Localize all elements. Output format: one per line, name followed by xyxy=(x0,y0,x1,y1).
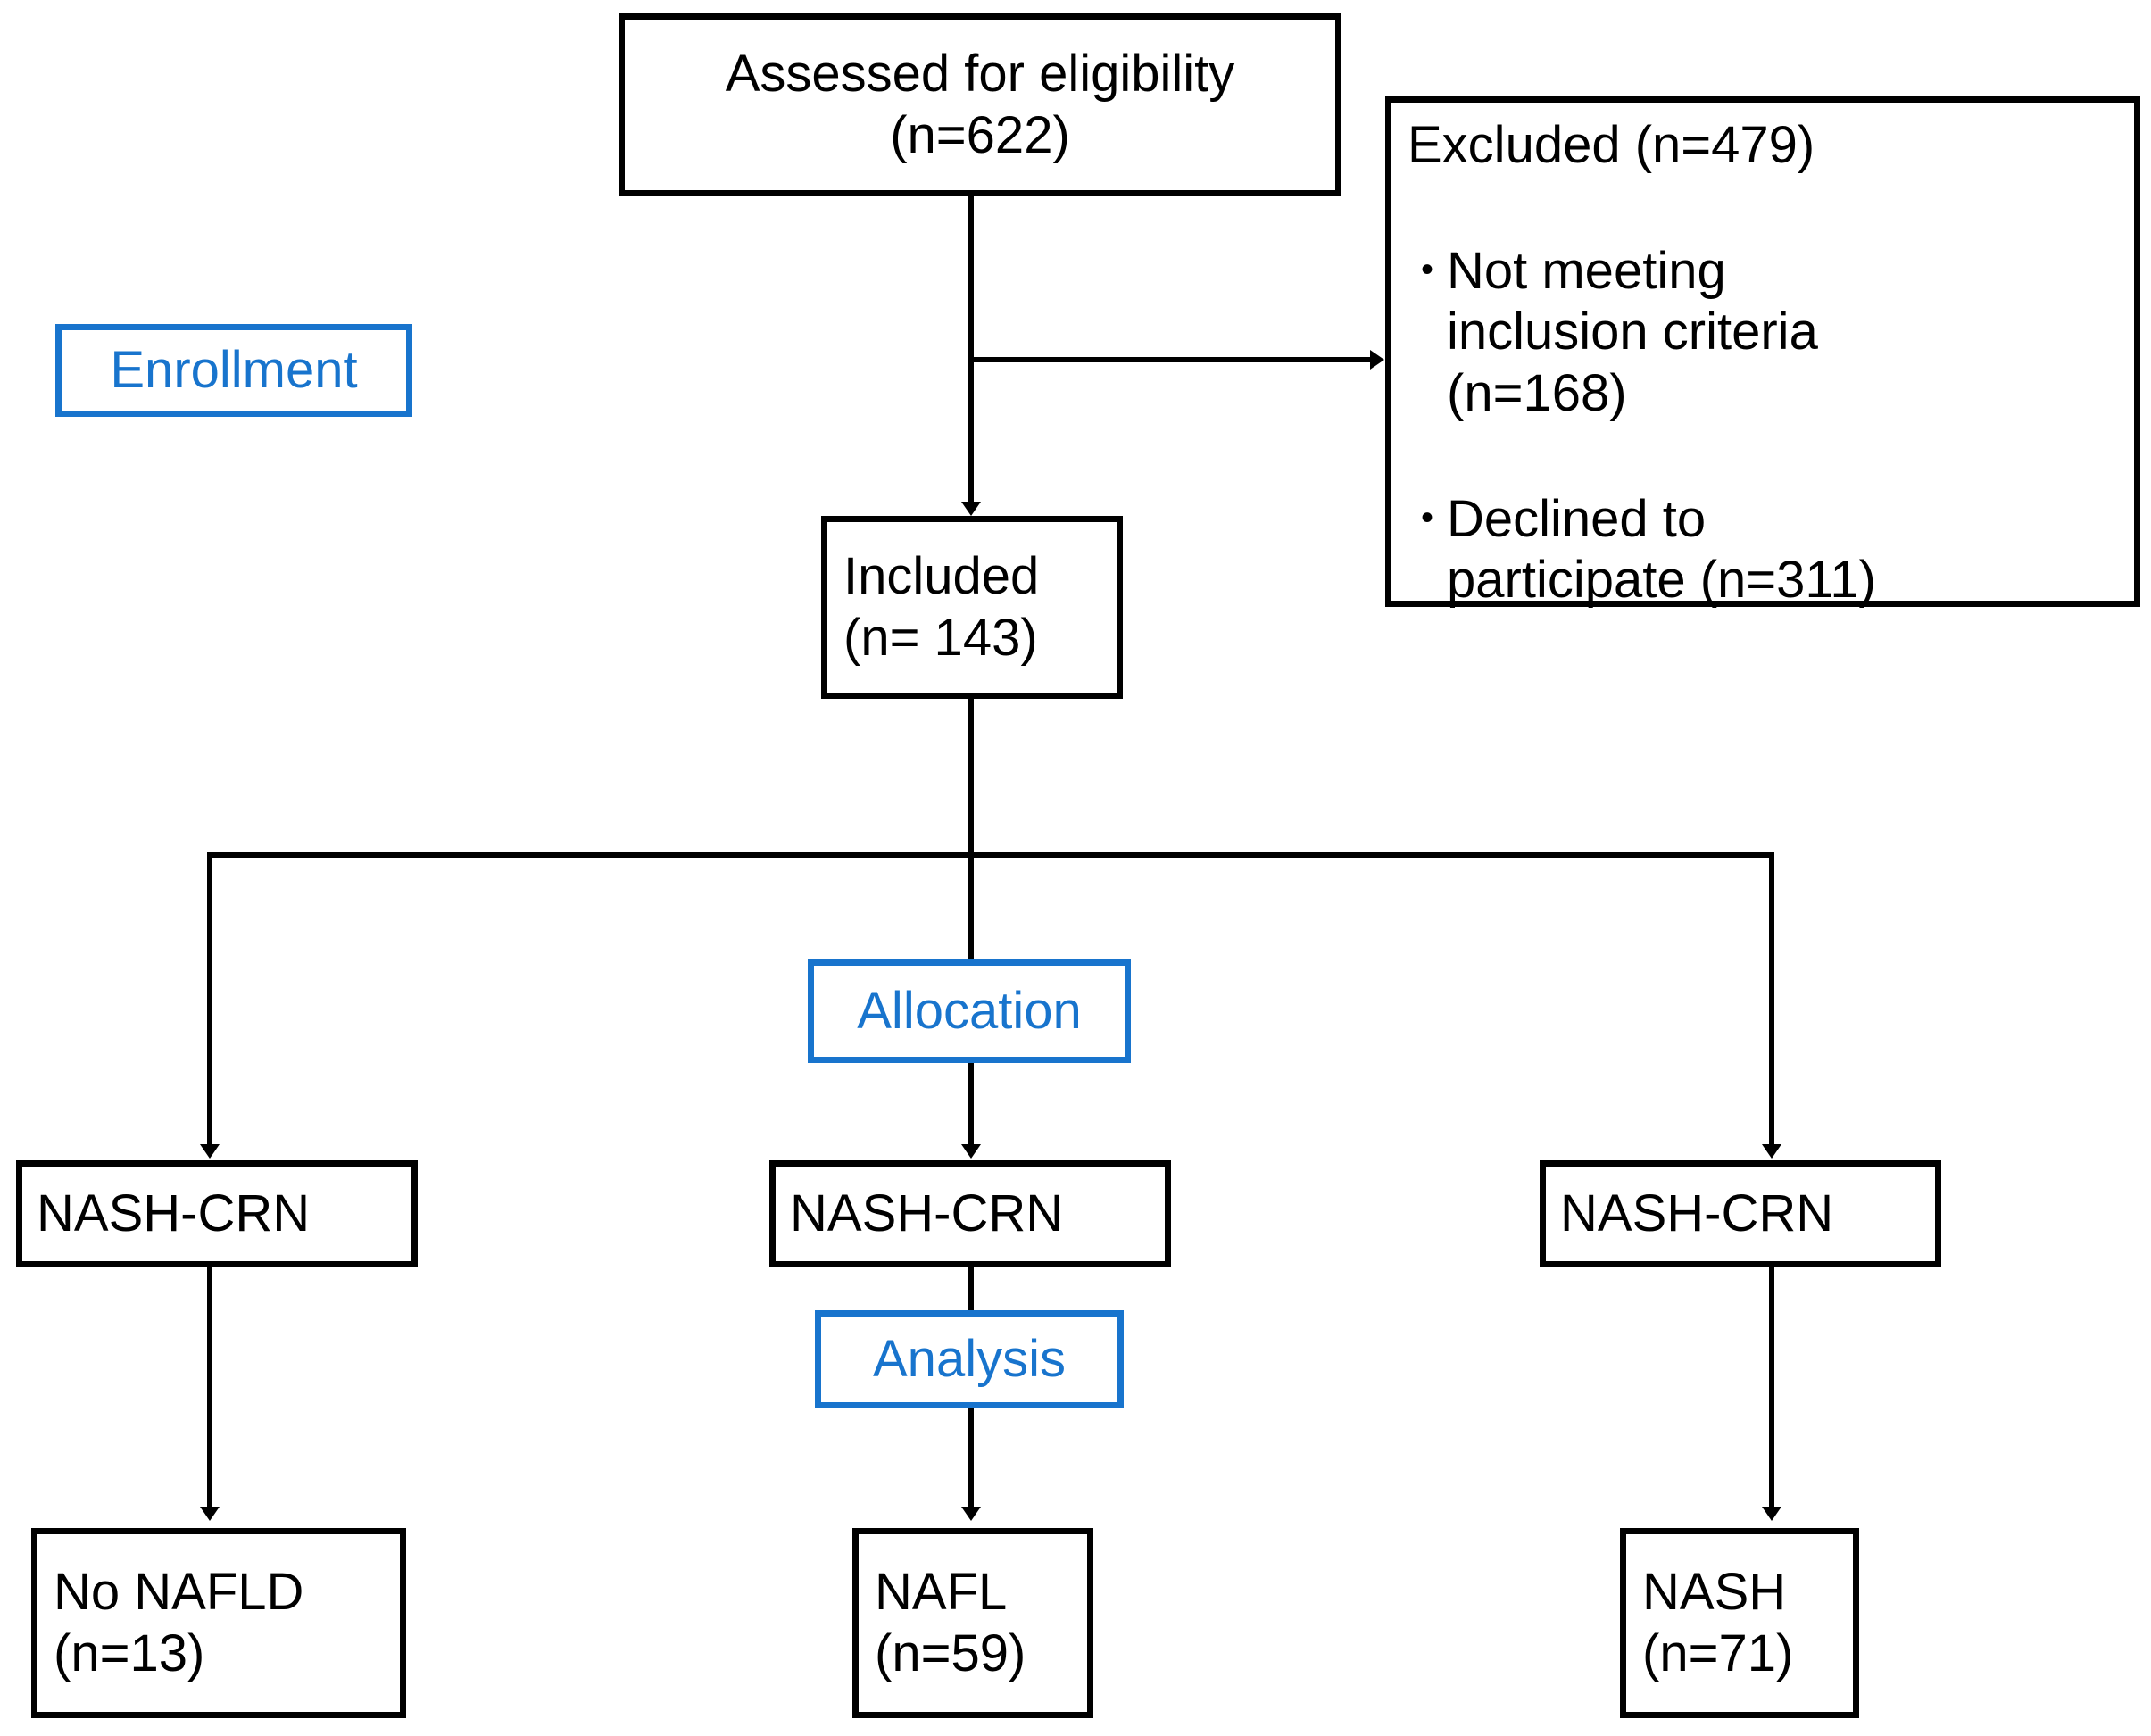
node-assessed-for-eligibility: Assessed for eligibility (n=622) xyxy=(619,13,1341,196)
node-included: Included (n= 143) xyxy=(821,516,1123,699)
excluded-reason-text: Declined to participate (n=311) xyxy=(1447,489,1876,610)
connector-split-to-arm-right xyxy=(1769,852,1774,1149)
excluded-reason-text: Not meeting inclusion criteria (n=168) xyxy=(1447,241,1818,422)
node-outcome-no-nafld: No NAFLD (n=13) xyxy=(31,1528,406,1718)
outcome-right-line-2: (n=71) xyxy=(1642,1624,1794,1682)
node-arm-middle-nash-crn: NASH-CRN xyxy=(769,1160,1171,1267)
outcome-left-line-2: (n=13) xyxy=(54,1624,205,1682)
arrowhead-into-outcome-right xyxy=(1762,1507,1781,1521)
connector-split-to-arm-left xyxy=(207,852,212,1149)
list-item: • Not meeting inclusion criteria (n=168) xyxy=(1408,241,1876,424)
included-line-2: (n= 143) xyxy=(843,608,1038,667)
stage-label-enrollment-text: Enrollment xyxy=(110,341,358,400)
node-outcome-nafl: NAFL (n=59) xyxy=(852,1528,1093,1718)
outcome-left-line-1: No NAFLD xyxy=(54,1563,304,1622)
connector-included-to-split xyxy=(968,699,974,858)
outcome-middle-line-1: NAFL xyxy=(875,1563,1008,1622)
arrowhead-into-excluded xyxy=(1370,350,1384,370)
node-arm-right-nash-crn: NASH-CRN xyxy=(1540,1160,1941,1267)
node-excluded: Excluded (n=479) • Not meeting inclusion… xyxy=(1385,96,2140,609)
connector-assessed-to-included xyxy=(968,196,974,507)
included-line-1: Included xyxy=(843,547,1040,606)
bullet-icon: • xyxy=(1420,249,1433,289)
outcome-middle-line-2: (n=59) xyxy=(875,1624,1026,1682)
assessed-line-1: Assessed for eligibility xyxy=(725,45,1235,104)
arm-right-label: NASH-CRN xyxy=(1560,1184,1834,1242)
node-outcome-nash: NASH (n=71) xyxy=(1620,1528,1859,1718)
arrowhead-into-outcome-left xyxy=(200,1507,220,1521)
arm-left-label: NASH-CRN xyxy=(37,1184,311,1242)
assessed-line-2: (n=622) xyxy=(890,105,1070,164)
split-bar-allocation xyxy=(207,852,1774,858)
arrowhead-into-outcome-middle xyxy=(961,1507,981,1521)
connector-to-excluded xyxy=(968,357,1372,362)
stage-label-analysis: Analysis xyxy=(815,1310,1124,1408)
connector-arm-left-to-outcome xyxy=(207,1267,212,1510)
stage-label-allocation: Allocation xyxy=(808,959,1131,1063)
list-item: • Declined to participate (n=311) xyxy=(1408,489,1876,611)
arrowhead-into-arm-right xyxy=(1762,1144,1781,1159)
arrowhead-into-included xyxy=(961,502,981,516)
arm-middle-label: NASH-CRN xyxy=(790,1184,1064,1242)
excluded-reason-list: • Not meeting inclusion criteria (n=168)… xyxy=(1408,176,1876,672)
stage-label-analysis-text: Analysis xyxy=(873,1330,1066,1389)
connector-arm-right-to-outcome xyxy=(1769,1267,1774,1510)
excluded-heading: Excluded (n=479) xyxy=(1408,116,1815,174)
bullet-icon: • xyxy=(1420,497,1433,537)
stage-label-enrollment: Enrollment xyxy=(55,324,412,417)
arrowhead-into-arm-middle xyxy=(961,1144,981,1159)
arrowhead-into-arm-left xyxy=(200,1144,220,1159)
outcome-right-line-1: NASH xyxy=(1642,1563,1787,1622)
node-arm-left-nash-crn: NASH-CRN xyxy=(16,1160,418,1267)
stage-label-allocation-text: Allocation xyxy=(857,982,1082,1041)
